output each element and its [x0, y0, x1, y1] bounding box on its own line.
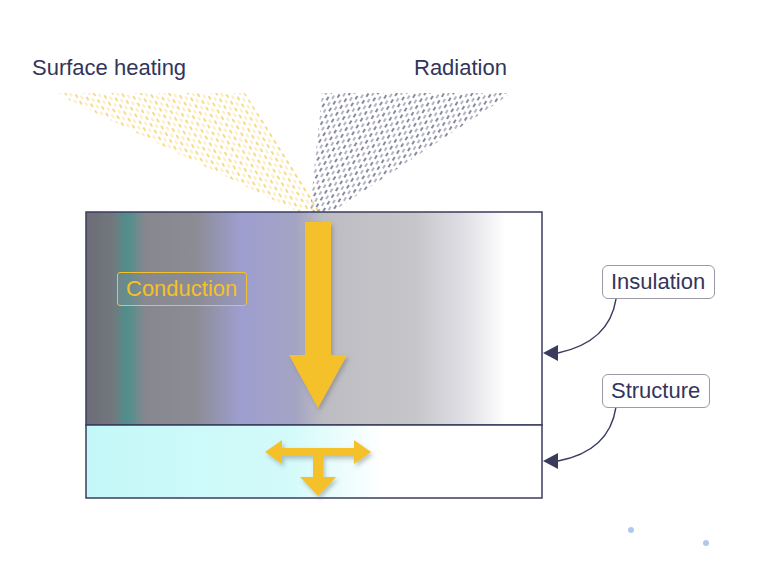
beam-label: Radiation: [414, 55, 507, 81]
insulation-layer: [86, 212, 542, 425]
leader-arrow: [543, 345, 558, 361]
label-text: Structure: [611, 378, 701, 404]
part-label: Structure: [602, 374, 710, 408]
radiation-beam: [310, 93, 512, 212]
heat-beam: [55, 93, 322, 212]
leader-arrow: [543, 453, 558, 469]
part-label: Insulation: [602, 265, 715, 299]
beam-label: Surface heating: [32, 55, 186, 81]
leader-line: [558, 299, 616, 353]
label-text: Conduction: [126, 276, 238, 302]
conduction-label: Conduction: [117, 272, 247, 306]
conduction-arrow: [289, 222, 347, 408]
leader-line: [558, 407, 616, 461]
spread-arrow: [265, 440, 371, 496]
label-text: Insulation: [611, 269, 706, 295]
dot: [628, 527, 634, 533]
dot: [703, 540, 709, 546]
structure-layer: [86, 425, 542, 498]
